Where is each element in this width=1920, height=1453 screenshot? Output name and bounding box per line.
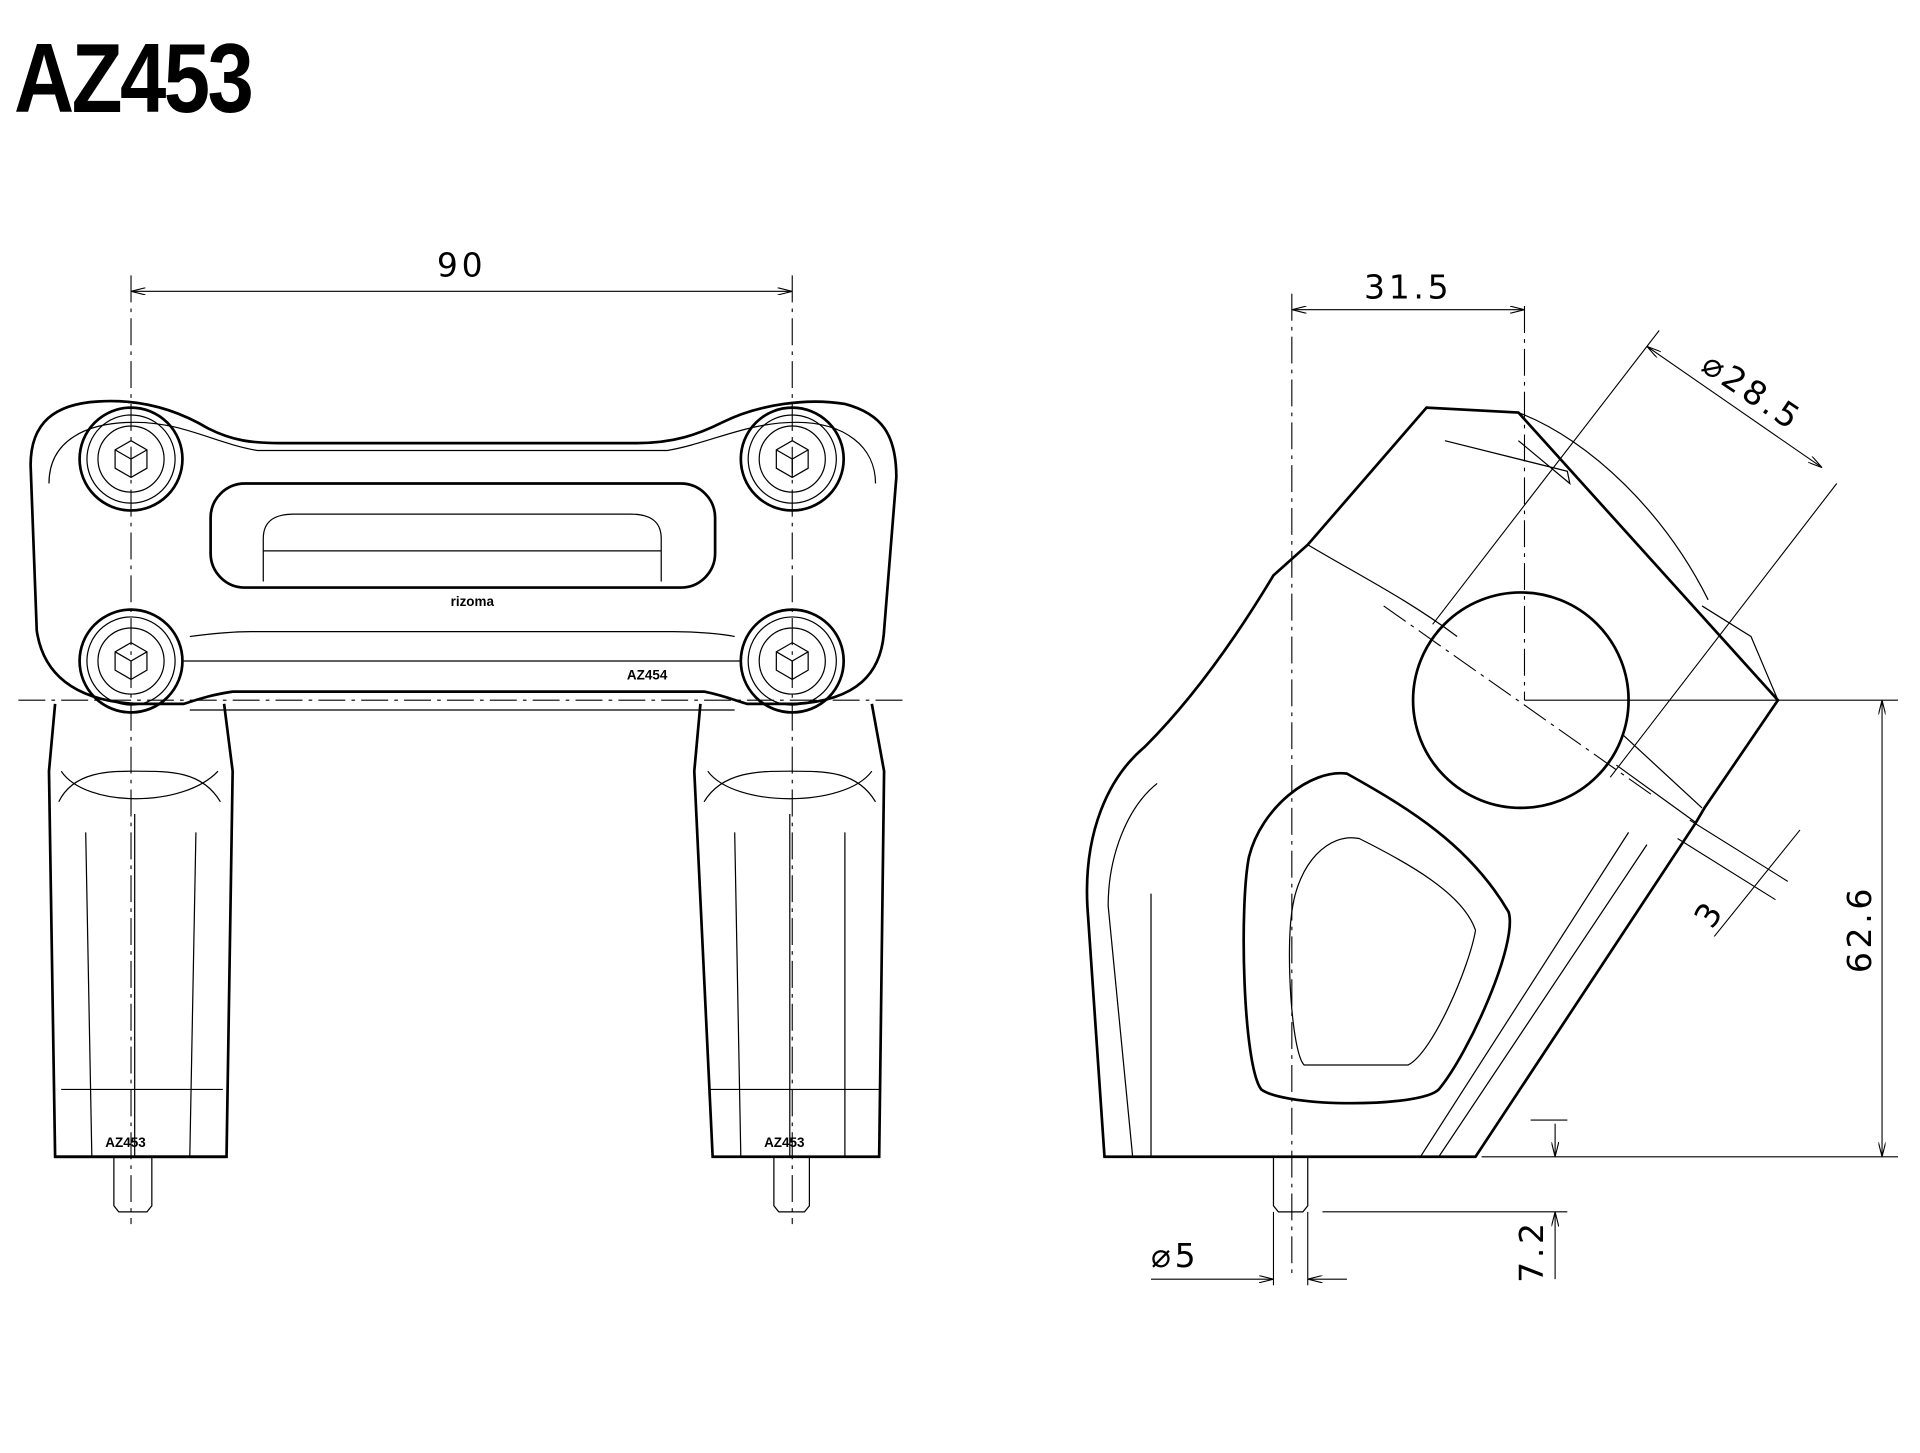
part-number-title: AZ453 xyxy=(14,23,254,133)
side-pin xyxy=(1272,1156,1309,1213)
side-view: 31.5 ⌀28.5 3 62.6 7.2 ⌀5 xyxy=(1085,268,1898,1286)
dim-pin-length-label: 7.2 xyxy=(1512,1219,1551,1283)
front-centerlines xyxy=(18,275,907,1225)
dim-width-label: 90 xyxy=(437,246,486,285)
leg-part-label: AZ453 xyxy=(764,1135,804,1150)
dim-bar-diameter-line xyxy=(1647,346,1822,467)
clamp-part-label: AZ454 xyxy=(627,667,668,682)
right-riser-leg xyxy=(692,703,886,1213)
dim-offset-label: 31.5 xyxy=(1364,268,1452,307)
side-lightening-hole xyxy=(1242,771,1512,1105)
leg-part-label: AZ453 xyxy=(105,1135,145,1150)
dim-height-label: 62.6 xyxy=(1840,885,1879,973)
side-centerlines xyxy=(1291,293,1654,1280)
left-riser-leg xyxy=(47,703,235,1213)
front-view: 90 rizoma AZ454 AZ453 AZ453 xyxy=(18,246,907,1225)
brand-label: rizoma xyxy=(451,594,495,609)
dim-pin-diameter-label: ⌀5 xyxy=(1151,1236,1199,1275)
front-clamp-outline xyxy=(29,399,898,711)
dim-gap-label: 3 xyxy=(1686,893,1732,935)
side-body-outline xyxy=(1085,406,1780,1159)
front-slot xyxy=(209,482,717,589)
